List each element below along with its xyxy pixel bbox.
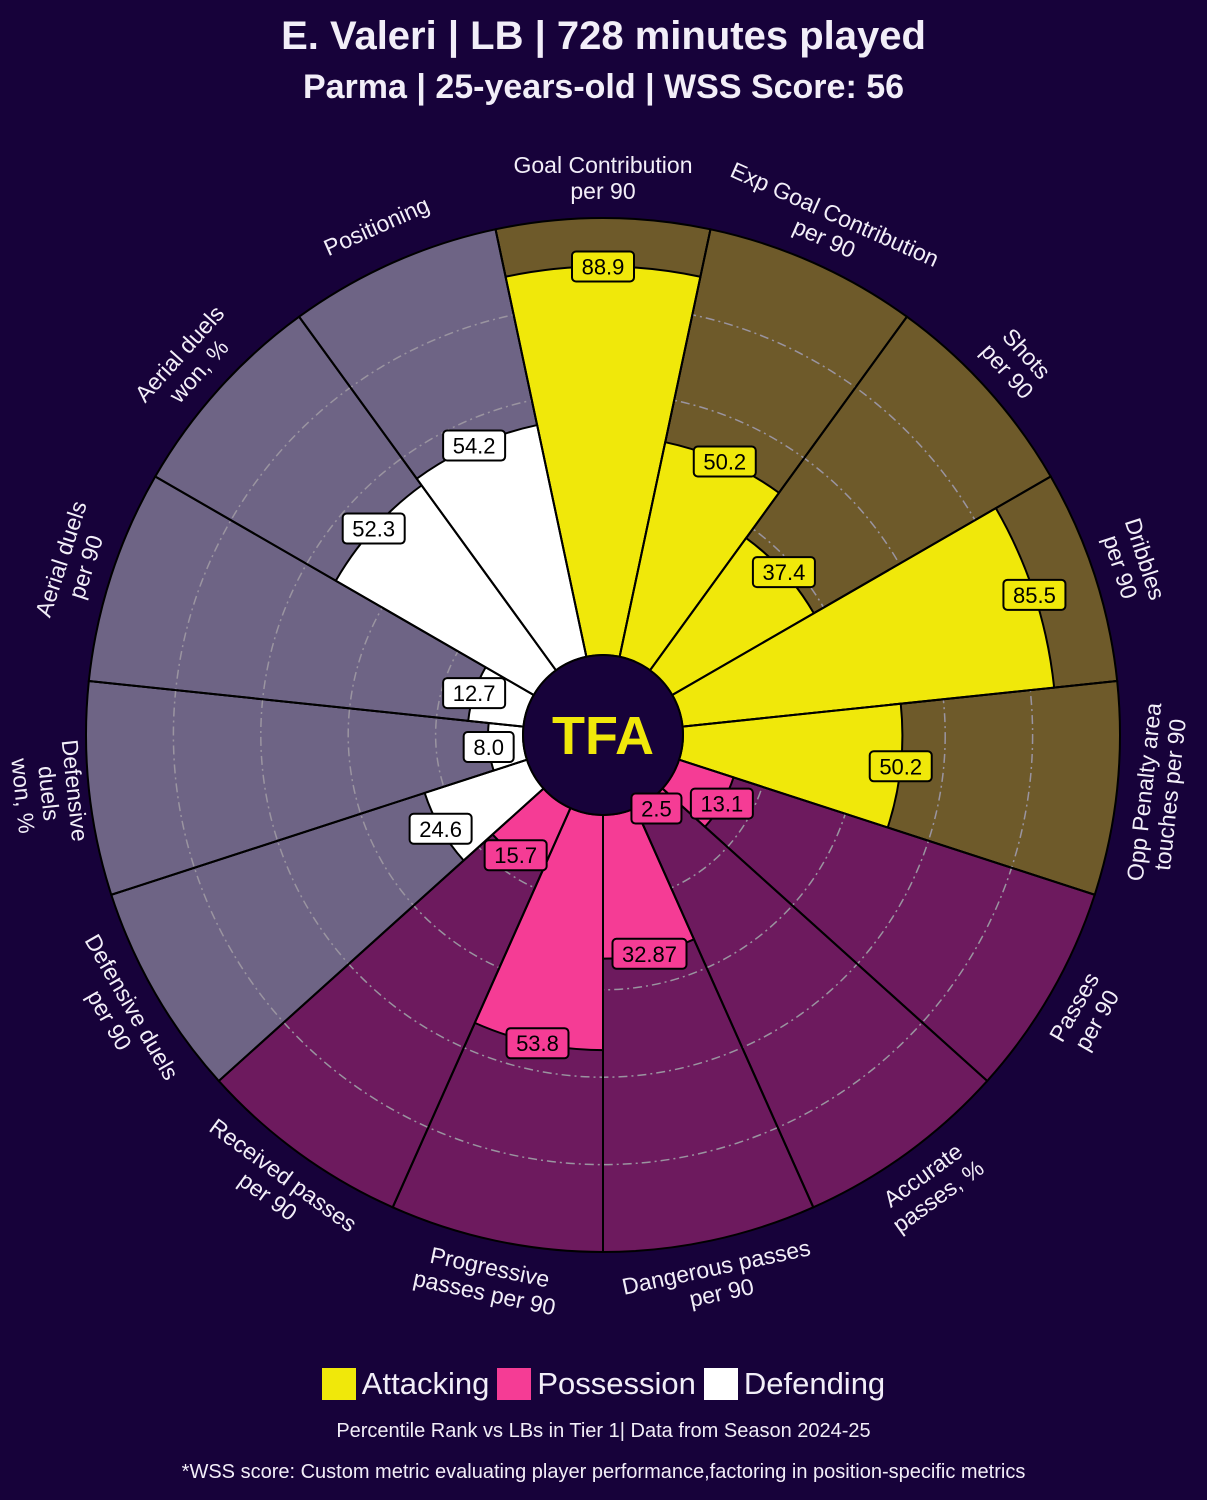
category-label: Defensiveduelswon, % — [5, 738, 93, 848]
footer-wss-note: *WSS score: Custom metric evaluating pla… — [181, 1461, 1026, 1483]
value-label: 53.8 — [516, 1031, 559, 1056]
category-label: Opp Penalty areatouches per 90 — [1122, 701, 1192, 885]
legend-item-defending: Defending — [703, 1366, 886, 1402]
value-label-box — [408, 812, 473, 845]
value-label-box — [692, 445, 757, 478]
chart-subtitle: Parma | 25-years-old | WSS Score: 56 — [302, 68, 905, 106]
value-label: 2.5 — [641, 797, 672, 822]
slice-divider — [671, 475, 1052, 696]
slice-divider — [634, 807, 815, 1208]
value-label-box — [751, 556, 816, 589]
value-label: 50.2 — [703, 450, 746, 475]
category-label-line: Goal Contribution — [514, 152, 693, 178]
slice-divider — [154, 475, 535, 696]
value-label-box — [462, 731, 515, 764]
value-label: 85.5 — [1013, 583, 1056, 608]
center-circle — [522, 654, 684, 816]
legend-item-attacking: Attacking — [321, 1366, 490, 1402]
legend-label: Possession — [537, 1366, 696, 1401]
slice-divider — [298, 316, 557, 671]
value-label-box — [689, 787, 754, 820]
legend-label: Defending — [743, 1366, 886, 1401]
slice-divider — [218, 787, 545, 1082]
slice-divider — [110, 758, 528, 896]
category-label-line: duels — [33, 765, 65, 822]
category-label-line: per 90 — [570, 178, 635, 204]
slice-divider — [494, 229, 588, 657]
legend: Attacking Possession Defending — [0, 1366, 1207, 1402]
value-label: 54.2 — [453, 434, 496, 459]
value-label: 52.3 — [352, 517, 395, 542]
gridline — [172, 304, 1034, 1166]
value-label: 37.4 — [762, 560, 805, 585]
legend-swatch-attacking — [321, 1368, 356, 1400]
category-label: Progressivepasses per 90 — [411, 1239, 563, 1320]
slice-divider — [682, 679, 1118, 728]
slice-divider — [618, 229, 712, 657]
value-label: 15.7 — [494, 843, 537, 868]
slice-divider — [649, 316, 908, 671]
category-label: Positioning — [320, 191, 433, 261]
value-label: 88.9 — [582, 255, 625, 280]
value-label-box — [1002, 578, 1067, 611]
value-label-box — [341, 512, 406, 545]
value-label: 50.2 — [879, 754, 922, 779]
value-label-box — [442, 677, 507, 710]
slice-divider — [391, 807, 572, 1208]
logo: TFA — [552, 706, 654, 766]
value-label: 24.6 — [419, 817, 462, 842]
category-label: Dribblesper 90 — [1095, 515, 1171, 611]
value-label-box — [505, 1027, 570, 1060]
legend-swatch-defending — [703, 1368, 738, 1400]
legend-item-possession: Possession — [497, 1366, 696, 1402]
chart-title: E. Valeri | LB | 728 minutes played — [281, 14, 926, 58]
value-label-box — [868, 750, 933, 783]
value-label-box — [611, 937, 688, 970]
value-label: 8.0 — [473, 735, 504, 760]
value-label-box — [630, 792, 683, 825]
value-label-box — [483, 839, 548, 872]
slice-divider — [678, 758, 1096, 896]
slice-divider — [88, 679, 524, 728]
footer-note: Percentile Rank vs LBs in Tier 1| Data f… — [336, 1420, 871, 1442]
value-label: 13.1 — [700, 792, 743, 817]
pizza-chart: TFA 88.9 50.2 37.4 85.5 50.2 13.1 2.5 32.87 53.8 1… — [5, 152, 1192, 1320]
legend-label: Attacking — [361, 1366, 490, 1401]
slice-divider — [661, 787, 988, 1082]
value-label-box — [571, 250, 635, 283]
value-label-box — [442, 429, 507, 462]
legend-swatch-possession — [497, 1368, 532, 1400]
value-label: 32.87 — [622, 942, 677, 967]
value-label: 12.7 — [453, 681, 496, 706]
category-label-line: Positioning — [320, 191, 433, 261]
